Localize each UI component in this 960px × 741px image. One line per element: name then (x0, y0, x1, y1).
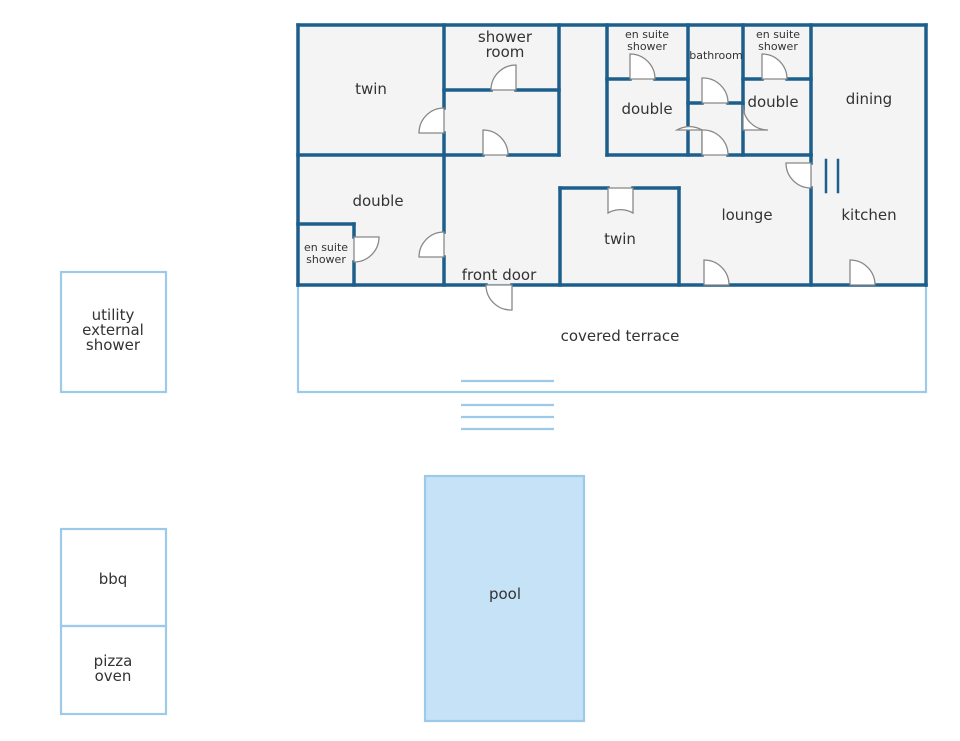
room-label-double-right: double (747, 93, 798, 111)
room-label-shower-room-line1: shower (478, 28, 533, 46)
room-label-front-door: front door (462, 266, 537, 284)
room-label-ensuite-c-line2: shower (306, 253, 346, 266)
label-utility-line1: utility (92, 306, 135, 324)
label-utility-line2: external (82, 321, 144, 339)
terrace-steps (461, 379, 554, 431)
room-label-ensuite-b-line2: shower (758, 40, 798, 53)
pool (423, 474, 586, 723)
room-label-lounge: lounge (721, 206, 772, 224)
doors (353, 53, 876, 311)
room-label-ensuite-b-line1: en suite (756, 28, 800, 41)
label-pizza-oven-line1: pizza (94, 652, 133, 670)
label-bbq: bbq (99, 570, 128, 588)
room-label-shower-room-line2: room (486, 43, 525, 61)
room-label-kitchen: kitchen (841, 206, 896, 224)
label-utility-line3: shower (86, 336, 141, 354)
room-label-bathroom: bathroom (689, 49, 742, 62)
room-label-double-center: double (621, 100, 672, 118)
label-pizza-oven-line2: oven (95, 667, 132, 685)
room-label-twin-nw: twin (355, 80, 387, 98)
pizza-oven-building (59, 624, 168, 716)
room-label-twin-center: twin (604, 230, 636, 248)
room-label-ensuite-a-line1: en suite (625, 28, 669, 41)
room-label-ensuite-a-line2: shower (627, 40, 667, 53)
utility-building (59, 270, 168, 394)
room-label-covered-terrace: covered terrace (561, 327, 680, 345)
label-pool: pool (489, 585, 521, 603)
room-label-ensuite-c-line1: en suite (304, 241, 348, 254)
room-label-double-west: double (352, 192, 403, 210)
room-label-dining: dining (846, 90, 892, 108)
